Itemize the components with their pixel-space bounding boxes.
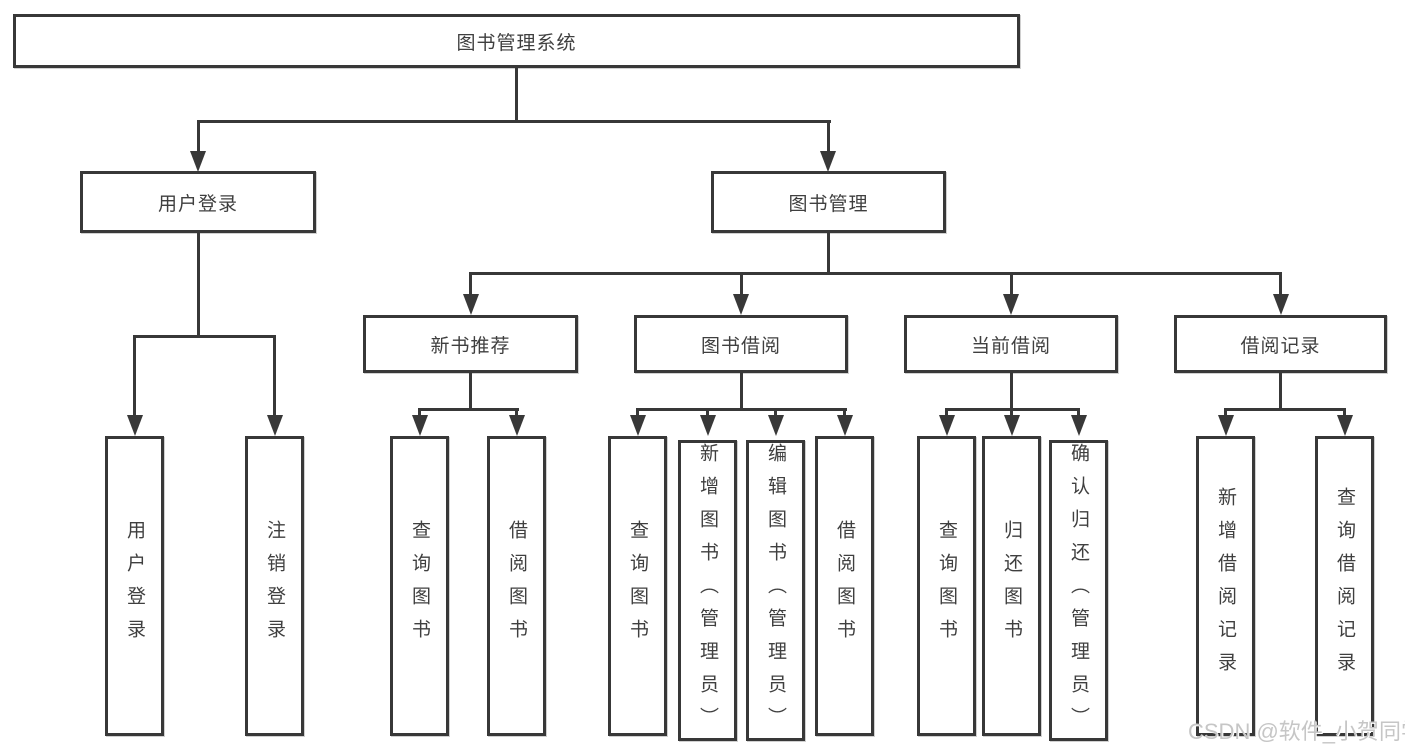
leaf-label: 新增借阅记录 bbox=[1215, 487, 1236, 685]
leaf-borrow-books-borrow: 借阅图书 bbox=[815, 436, 874, 736]
leaf-query-books-recommend: 查询图书 bbox=[390, 436, 449, 736]
connector-line bbox=[1224, 408, 1346, 411]
arrow-down-icon bbox=[630, 415, 646, 436]
connector-line bbox=[197, 233, 200, 338]
connector-line bbox=[827, 120, 830, 156]
leaf-query-books-current: 查询图书 bbox=[917, 436, 976, 736]
arrow-down-icon bbox=[127, 415, 143, 436]
node-label: 图书管理 bbox=[788, 193, 869, 215]
node-label: 当前借阅 bbox=[970, 335, 1051, 357]
node-book-management: 图书管理 bbox=[711, 171, 946, 233]
arrow-down-icon bbox=[463, 294, 479, 315]
node-borrow-records: 借阅记录 bbox=[1174, 315, 1387, 373]
leaf-label: 借阅图书 bbox=[506, 520, 527, 652]
node-label: 借阅记录 bbox=[1240, 335, 1321, 357]
leaf-label: 查询图书 bbox=[409, 520, 430, 652]
connector-line bbox=[515, 408, 518, 419]
node-label: 图书借阅 bbox=[700, 335, 781, 357]
leaf-label: 查询借阅记录 bbox=[1334, 487, 1355, 685]
leaf-label: 注销登录 bbox=[264, 520, 285, 652]
connector-line bbox=[1010, 373, 1013, 411]
leaf-label: 用户登录 bbox=[124, 520, 145, 652]
arrow-down-icon bbox=[412, 415, 428, 436]
leaf-query-borrow-record: 查询借阅记录 bbox=[1315, 436, 1374, 736]
connector-line bbox=[418, 408, 519, 411]
node-label: 用户登录 bbox=[157, 193, 238, 215]
connector-line bbox=[273, 335, 276, 418]
connector-line bbox=[197, 120, 200, 156]
leaf-label: 归还图书 bbox=[1001, 520, 1022, 652]
leaf-logout: 注销登录 bbox=[245, 436, 304, 736]
arrow-down-icon bbox=[190, 151, 206, 172]
arrow-down-icon bbox=[768, 415, 784, 436]
connector-line bbox=[469, 272, 472, 298]
node-label: 图书管理系统 bbox=[456, 32, 577, 54]
connector-line bbox=[706, 408, 709, 419]
connector-line bbox=[133, 335, 136, 418]
connector-line bbox=[636, 408, 639, 419]
leaf-borrow-books-recommend: 借阅图书 bbox=[487, 436, 546, 736]
arrow-down-icon bbox=[1337, 415, 1353, 436]
connector-line bbox=[1010, 272, 1013, 298]
connector-line bbox=[740, 272, 743, 298]
connector-line bbox=[197, 120, 831, 123]
arrow-down-icon bbox=[1218, 415, 1234, 436]
connector-line bbox=[1010, 408, 1013, 419]
leaf-query-books-borrow: 查询图书 bbox=[608, 436, 667, 736]
arrow-down-icon bbox=[700, 415, 716, 436]
connector-line bbox=[774, 408, 777, 419]
connector-line bbox=[469, 373, 472, 411]
watermark: CSDN @软件_小贺同学 bbox=[1188, 719, 1405, 744]
connector-line bbox=[636, 408, 847, 411]
connector-line bbox=[827, 233, 830, 275]
arrow-down-icon bbox=[267, 415, 283, 436]
connector-line bbox=[469, 272, 1282, 275]
leaf-label: 确认归还（管理员） bbox=[1068, 443, 1089, 740]
connector-line bbox=[1224, 408, 1227, 419]
arrow-down-icon bbox=[939, 415, 955, 436]
leaf-add-book-admin: 新增图书（管理员） bbox=[678, 440, 737, 741]
node-user-login: 用户登录 bbox=[80, 171, 316, 233]
arrow-down-icon bbox=[837, 415, 853, 436]
leaf-confirm-return-admin: 确认归还（管理员） bbox=[1049, 440, 1108, 741]
leaf-edit-book-admin: 编辑图书（管理员） bbox=[746, 440, 805, 741]
connector-line bbox=[1077, 408, 1080, 419]
leaf-label: 查询图书 bbox=[936, 520, 957, 652]
leaf-add-borrow-record: 新增借阅记录 bbox=[1196, 436, 1255, 736]
arrow-down-icon bbox=[1273, 294, 1289, 315]
connector-line bbox=[843, 408, 846, 419]
connector-line bbox=[418, 408, 421, 419]
arrow-down-icon bbox=[820, 151, 836, 172]
connector-line bbox=[945, 408, 948, 419]
arrow-down-icon bbox=[1071, 415, 1087, 436]
leaf-label: 编辑图书（管理员） bbox=[765, 443, 786, 740]
node-label: 新书推荐 bbox=[430, 335, 511, 357]
node-new-book-recommend: 新书推荐 bbox=[363, 315, 578, 373]
arrow-down-icon bbox=[733, 294, 749, 315]
leaf-label: 借阅图书 bbox=[834, 520, 855, 652]
connector-line bbox=[1279, 272, 1282, 298]
leaf-label: 查询图书 bbox=[627, 520, 648, 652]
leaf-label: 新增图书（管理员） bbox=[697, 443, 718, 740]
connector-line bbox=[1279, 373, 1282, 411]
connector-line bbox=[1343, 408, 1346, 419]
connector-line bbox=[515, 68, 518, 123]
connector-line bbox=[740, 373, 743, 411]
node-book-borrow: 图书借阅 bbox=[634, 315, 848, 373]
arrow-down-icon bbox=[1004, 415, 1020, 436]
node-library-management-system: 图书管理系统 bbox=[13, 14, 1020, 68]
connector-line bbox=[133, 335, 276, 338]
arrow-down-icon bbox=[1003, 294, 1019, 315]
arrow-down-icon bbox=[509, 415, 525, 436]
node-current-borrow: 当前借阅 bbox=[904, 315, 1118, 373]
leaf-return-book: 归还图书 bbox=[982, 436, 1041, 736]
leaf-user-login: 用户登录 bbox=[105, 436, 164, 736]
